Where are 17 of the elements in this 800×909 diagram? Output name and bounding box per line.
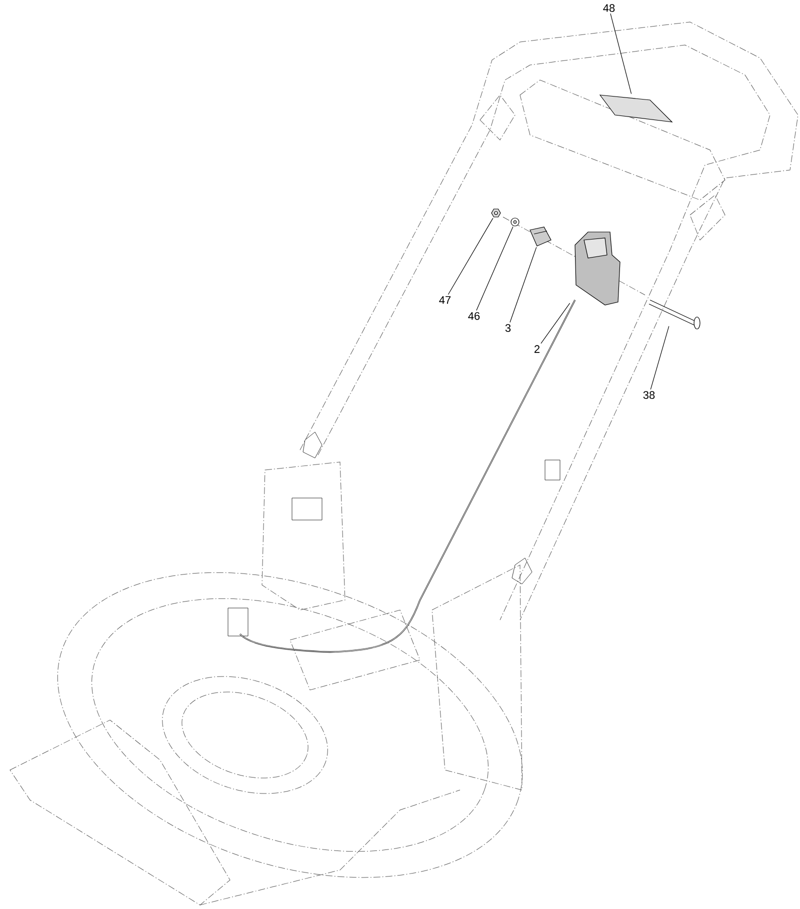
callout-number: 48: [603, 4, 615, 12]
callout-number: 2: [534, 345, 540, 353]
leader-line: [650, 326, 670, 390]
leader-line: [540, 302, 570, 344]
nut-drawing: [491, 208, 501, 218]
bolt-drawing: [648, 300, 700, 330]
control-drawing: [574, 232, 620, 306]
leader-line: [510, 246, 537, 323]
callout-number: 38: [643, 391, 655, 399]
leader-line: [610, 13, 632, 94]
callout-number: 3: [505, 324, 511, 332]
clip-drawing: [530, 226, 552, 246]
leader-line: [448, 218, 494, 295]
washer-drawing: [510, 218, 520, 226]
callout-number: 47: [439, 296, 451, 304]
leader-line: [476, 226, 514, 311]
callout-number: 46: [468, 312, 480, 320]
